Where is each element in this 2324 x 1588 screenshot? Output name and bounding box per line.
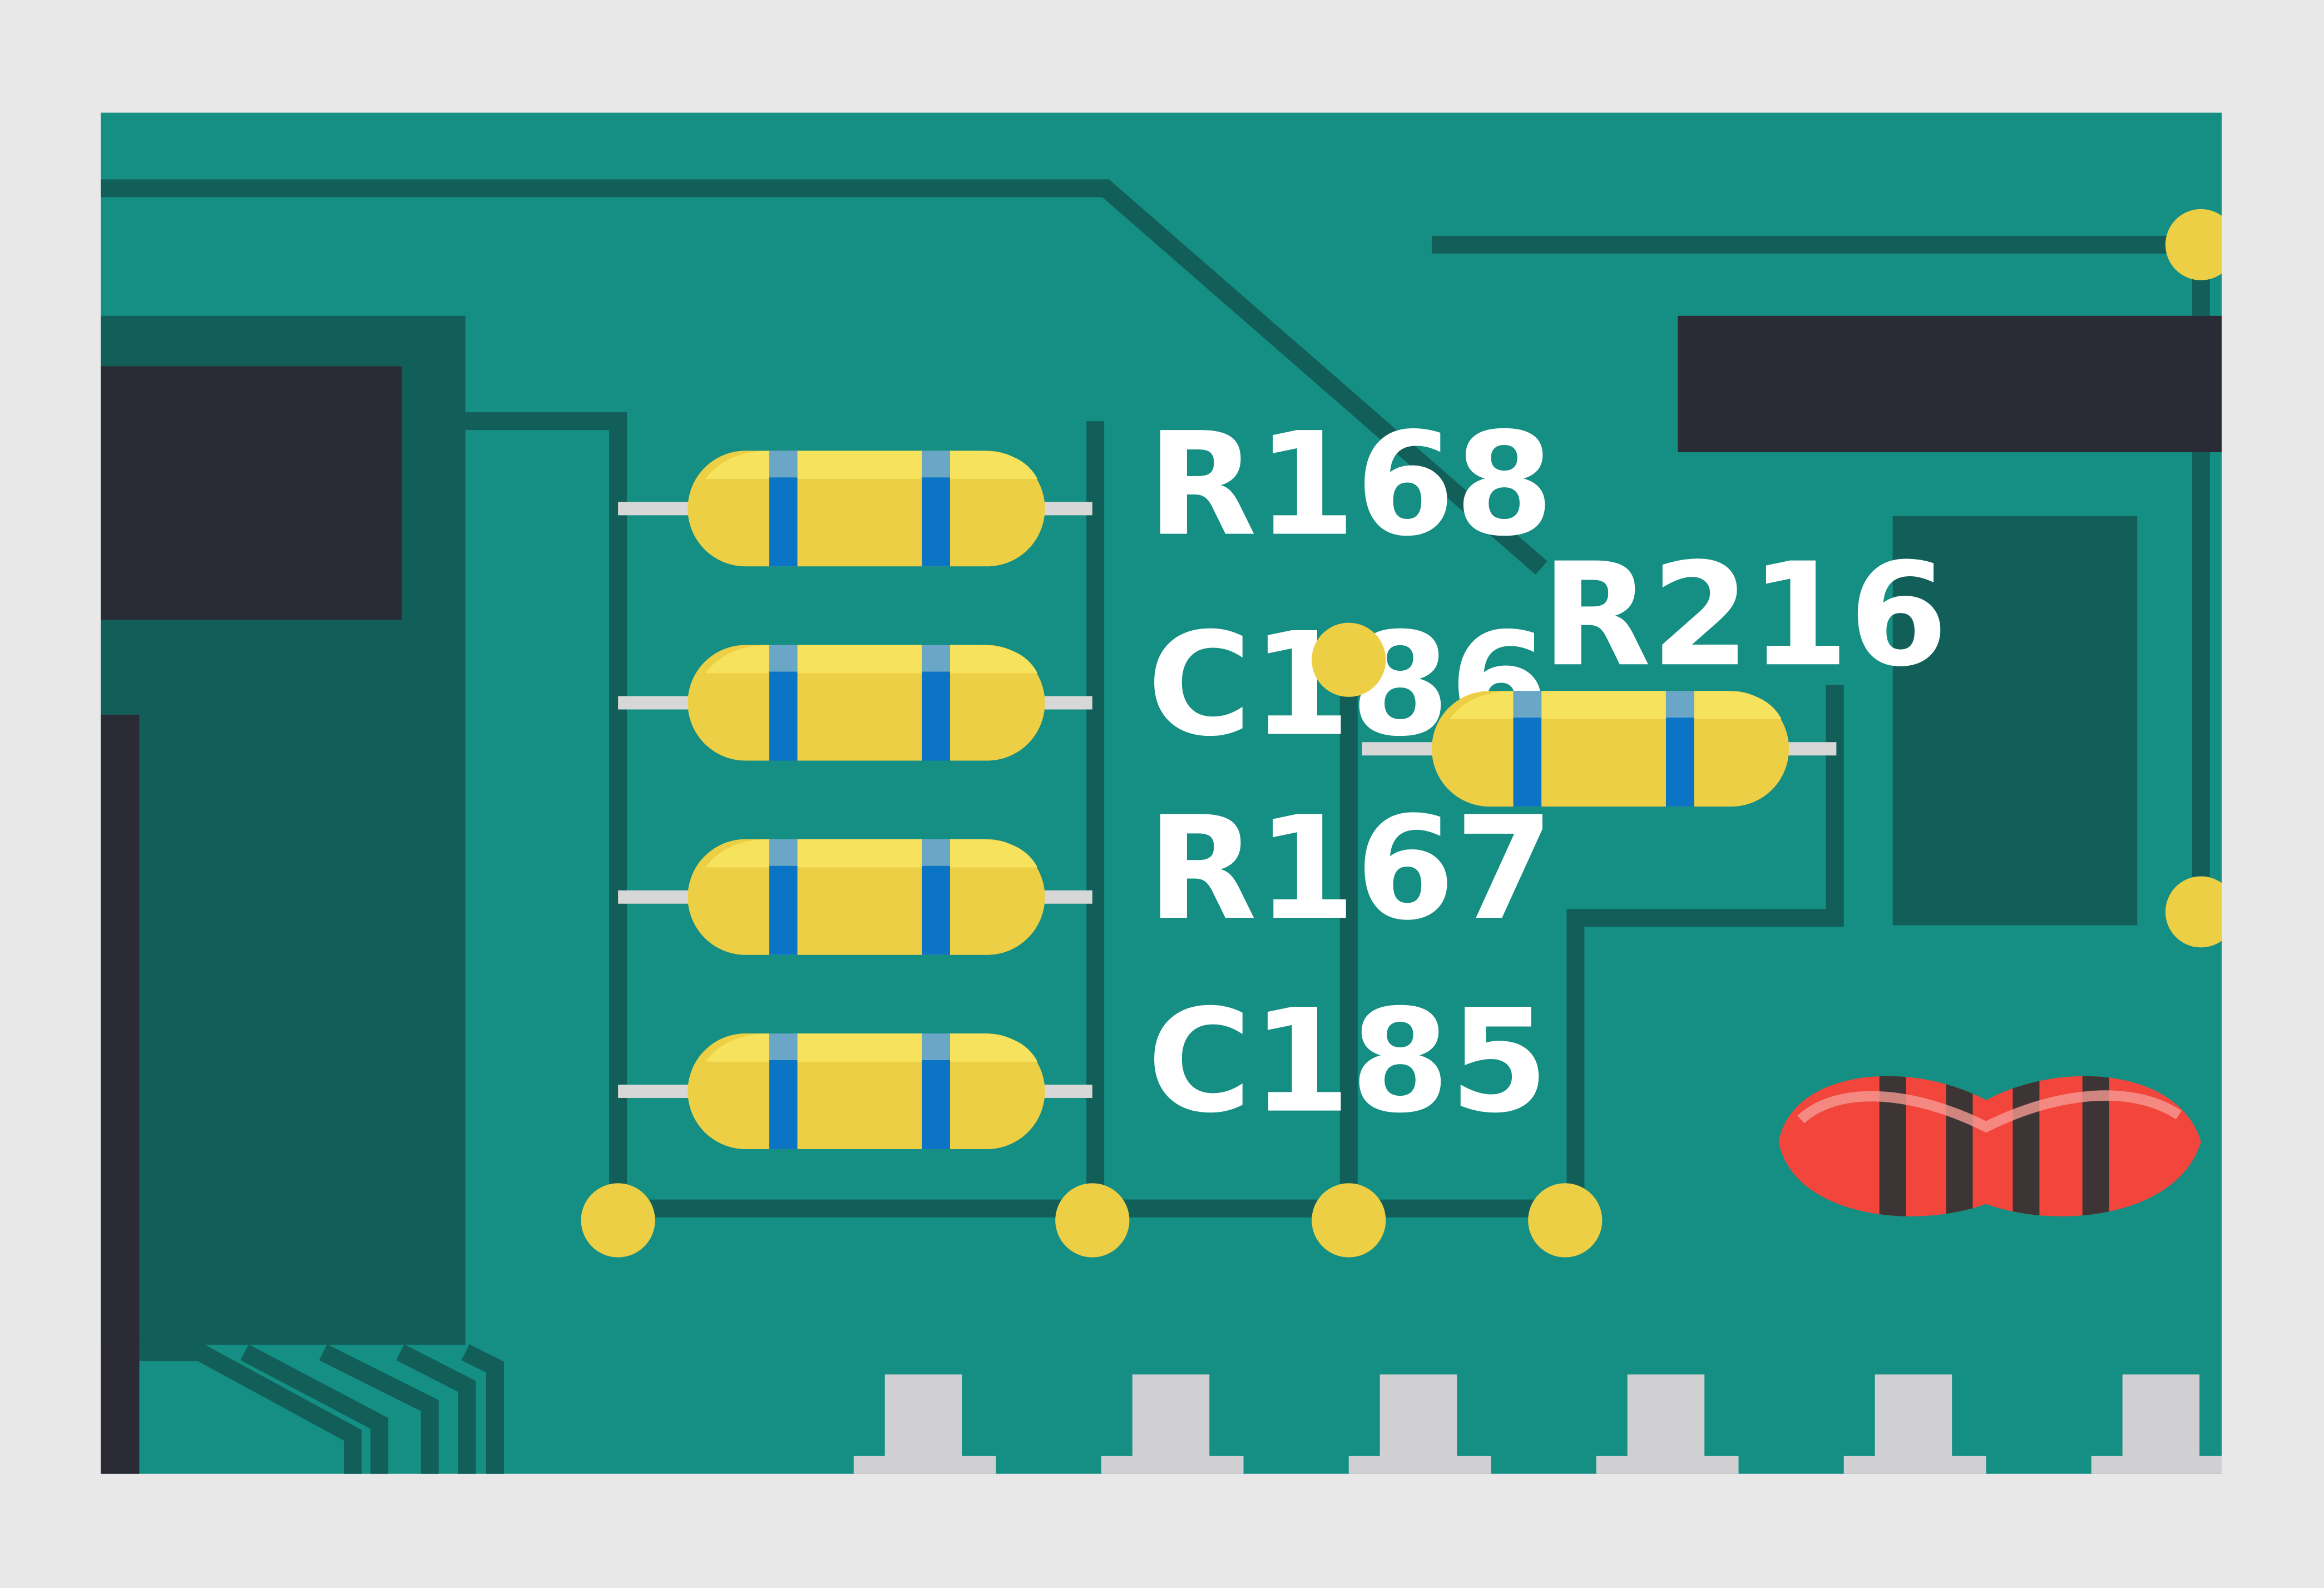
connector-pin-icon bbox=[853, 1374, 996, 1474]
resistor-c185 bbox=[618, 1033, 1092, 1149]
inductor-icon bbox=[1778, 1076, 2201, 1216]
connector-pin-icon bbox=[1348, 1374, 1491, 1474]
solder-pad-icon bbox=[1055, 1183, 1130, 1258]
solder-pad-icon bbox=[2165, 876, 2237, 948]
resistor-r168 bbox=[618, 451, 1092, 567]
dark-strip-left bbox=[101, 714, 140, 1474]
connector-pin-icon bbox=[2091, 1374, 2222, 1474]
board-edge-mask bbox=[2222, 112, 2324, 1474]
solder-pad-icon bbox=[1312, 1183, 1386, 1258]
connector-pin-icon bbox=[1596, 1374, 1739, 1474]
connector-pin-icon bbox=[1843, 1374, 1986, 1474]
resistor-r216 bbox=[1362, 691, 1837, 807]
resistor-r167 bbox=[618, 839, 1092, 955]
label-r216: R216 bbox=[1541, 533, 1948, 698]
label-r167: R167 bbox=[1147, 786, 1554, 952]
dark-chip-top-right bbox=[1678, 315, 2222, 453]
diagonal-traces-bottom-left bbox=[139, 1343, 504, 1474]
label-r168: R168 bbox=[1147, 403, 1554, 568]
dark-chip-top-left bbox=[101, 366, 402, 620]
resistor-c186 bbox=[618, 645, 1092, 761]
solder-pad-icon bbox=[1528, 1183, 1603, 1258]
connector-pin-icon bbox=[1101, 1374, 1244, 1474]
module-area-right bbox=[1892, 516, 2138, 926]
solder-pad-icon bbox=[581, 1183, 655, 1258]
solder-pads bbox=[581, 209, 2237, 1258]
connector-pins bbox=[853, 1374, 2222, 1474]
solder-pad-icon bbox=[1312, 622, 1386, 697]
label-c185: C185 bbox=[1147, 979, 1549, 1145]
solder-pad-icon bbox=[2165, 209, 2237, 280]
